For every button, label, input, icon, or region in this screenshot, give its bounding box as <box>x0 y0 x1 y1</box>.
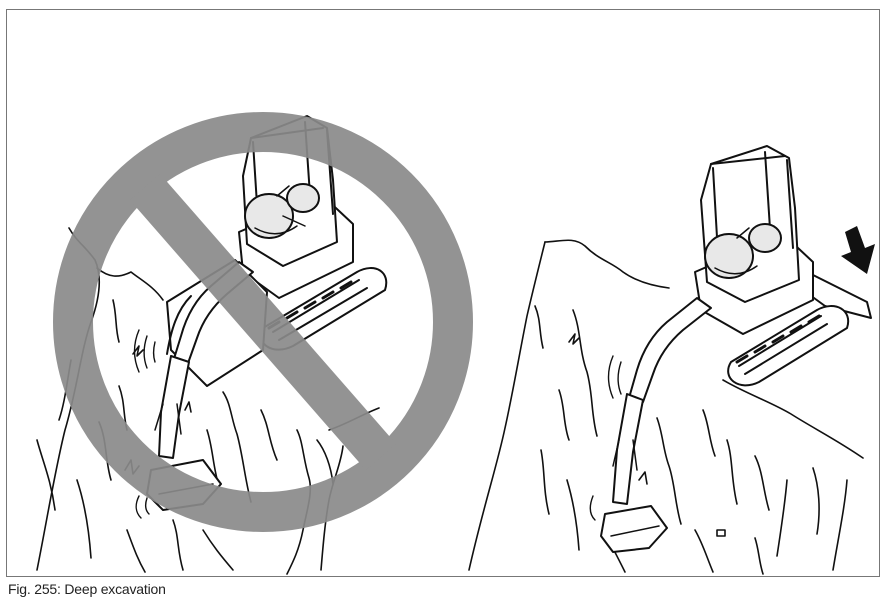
right-excavator <box>590 146 871 552</box>
right-panel <box>469 146 875 574</box>
left-panel <box>37 116 453 574</box>
figure-caption: Fig. 255: Deep excavation <box>8 581 166 597</box>
figure-illustration <box>7 10 879 576</box>
figure-frame <box>6 9 880 577</box>
arrow-down-icon <box>841 226 875 274</box>
